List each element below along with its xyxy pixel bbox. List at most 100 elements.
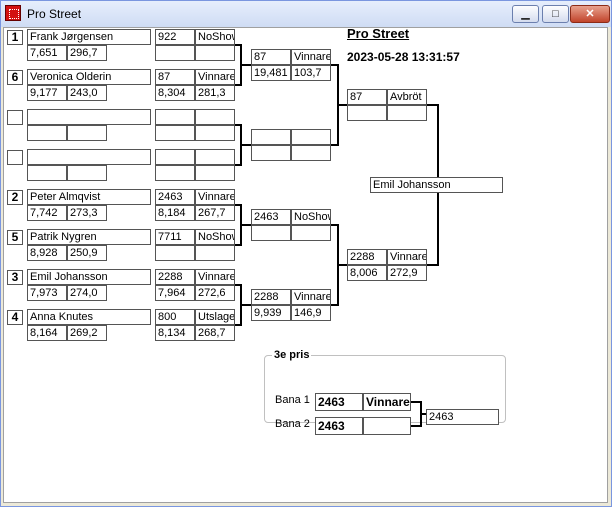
elapsed-time: 274,0 [67, 285, 107, 301]
bracket-line [235, 244, 242, 246]
title-bar[interactable]: Pro Street ▁ □ ✕ [1, 1, 611, 27]
reaction-time: 7,973 [27, 285, 67, 301]
bracket-line [337, 264, 347, 266]
bracket-line [337, 104, 347, 106]
heat-time-b [291, 145, 331, 161]
heat-time-b [195, 165, 235, 181]
third-place-winner: 2463 [426, 409, 499, 425]
bracket-line [411, 425, 422, 427]
driver-name: Patrik Nygren [27, 229, 151, 245]
heat-time-a [155, 45, 195, 61]
bracket-line [411, 401, 422, 403]
heat-result [195, 109, 235, 125]
bracket-line [240, 304, 251, 306]
elapsed-time: 250,9 [67, 245, 107, 261]
driver-name: Veronica Olderin [27, 69, 151, 85]
lane2-result [363, 417, 411, 435]
seed-box [7, 110, 23, 125]
seed-box: 4 [7, 310, 23, 325]
bracket-line [240, 144, 251, 146]
driver-name: Anna Knutes [27, 309, 151, 325]
heat-time-b: 272,9 [387, 265, 427, 281]
maximize-button[interactable]: □ [542, 5, 569, 23]
heat-time-b: 268,7 [195, 325, 235, 341]
heat-time-a: 8,134 [155, 325, 195, 341]
heat-time-b: 281,3 [195, 85, 235, 101]
car-number: 87 [251, 49, 291, 65]
car-number: 922 [155, 29, 195, 45]
heat-time-a: 7,964 [155, 285, 195, 301]
lane1-label: Bana 1 [275, 394, 310, 406]
bracket-line [235, 124, 242, 126]
bracket-line [235, 284, 242, 286]
elapsed-time: 296,7 [67, 45, 107, 61]
car-number [155, 149, 195, 165]
seed-box: 6 [7, 70, 23, 85]
heat-result [195, 149, 235, 165]
elapsed-time: 269,2 [67, 325, 107, 341]
car-number: 7711 [155, 229, 195, 245]
bracket-line [331, 64, 339, 66]
heat-time-a [155, 125, 195, 141]
car-number: 2288 [251, 289, 291, 305]
heat-time-b [195, 45, 235, 61]
heat-result: Avbröt [387, 89, 427, 105]
driver-name: Frank Jørgensen [27, 29, 151, 45]
bracket-line [331, 304, 339, 306]
bracket-line [427, 104, 439, 106]
app-icon [5, 5, 21, 21]
close-button[interactable]: ✕ [570, 5, 610, 23]
car-number: 87 [155, 69, 195, 85]
heat-time-a: 8,304 [155, 85, 195, 101]
heat-time-a: 9,939 [251, 305, 291, 321]
car-number: 800 [155, 309, 195, 325]
seed-box: 1 [7, 30, 23, 45]
reaction-time [27, 125, 67, 141]
reaction-time [27, 165, 67, 181]
heat-time-a [251, 225, 291, 241]
heat-time-a [251, 145, 291, 161]
heat-time-a [155, 165, 195, 181]
elapsed-time: 273,3 [67, 205, 107, 221]
heat-result: Vinnare [291, 49, 331, 65]
heat-time-b [291, 225, 331, 241]
heat-result: Vinnare [195, 189, 235, 205]
lane2-car-number: 2463 [315, 417, 363, 435]
bracket-line [420, 413, 426, 415]
heat-result: Vinnare [195, 69, 235, 85]
lane1-car-number: 2463 [315, 393, 363, 411]
minimize-button[interactable]: ▁ [512, 5, 539, 23]
bracket-line [240, 224, 251, 226]
car-number: 2288 [347, 249, 387, 265]
car-number: 87 [347, 89, 387, 105]
heat-time-a [347, 105, 387, 121]
heat-result: Vinnare [291, 289, 331, 305]
lane2-label: Bana 2 [275, 418, 310, 430]
car-number: 2463 [251, 209, 291, 225]
heat-time-b [195, 245, 235, 261]
bracket-line [427, 264, 439, 266]
driver-name: Emil Johansson [27, 269, 151, 285]
window-title: Pro Street [27, 7, 82, 21]
bracket-panel [3, 27, 608, 503]
heat-time-a [155, 245, 195, 261]
elapsed-time [67, 125, 107, 141]
bracket-line [235, 84, 242, 86]
bracket-line [331, 224, 339, 226]
bracket-line [331, 144, 339, 146]
seed-box: 3 [7, 270, 23, 285]
final-winner: Emil Johansson [370, 177, 503, 193]
bracket-line [235, 44, 242, 46]
car-number [251, 129, 291, 145]
heat-result: NoShow [195, 29, 235, 45]
seed-box [7, 150, 23, 165]
bracket-line [235, 204, 242, 206]
elapsed-time: 243,0 [67, 85, 107, 101]
heat-time-b [195, 125, 235, 141]
reaction-time: 9,177 [27, 85, 67, 101]
reaction-time: 8,928 [27, 245, 67, 261]
third-place-title: 3e pris [272, 349, 312, 361]
heat-result: NoShow [291, 209, 331, 225]
heat-result [291, 129, 331, 145]
car-number: 2288 [155, 269, 195, 285]
